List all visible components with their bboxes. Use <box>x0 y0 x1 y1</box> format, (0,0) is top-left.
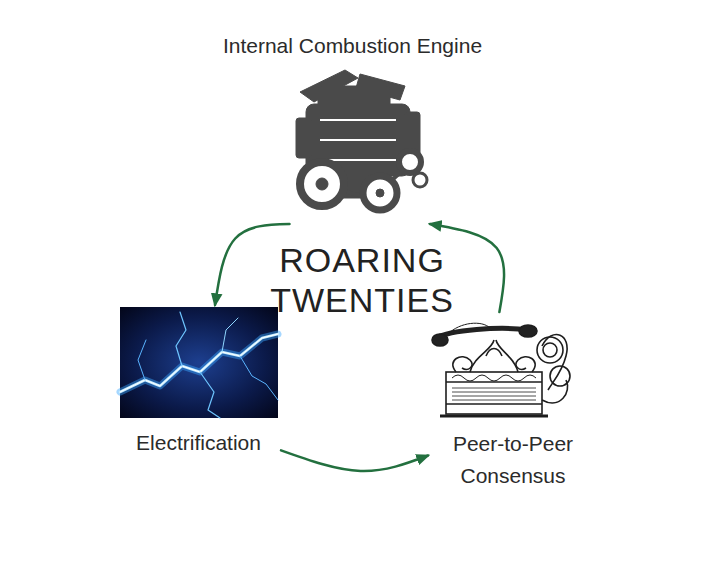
center-title: ROARING TWENTIES <box>252 240 472 320</box>
node-label: Internal Combustion Engine <box>195 30 510 62</box>
node-label: Peer-to-Peer Consensus <box>428 428 598 492</box>
illustrated-node: Peer-to-Peer Consensus <box>428 312 598 496</box>
illustrated-node: Electrification <box>116 305 281 463</box>
engine-icon <box>296 70 427 210</box>
cycle-arrow <box>281 450 428 471</box>
telephone-engraving <box>432 323 570 416</box>
illustrated-node: Internal Combustion Engine <box>195 30 510 224</box>
lightning-image <box>120 307 278 418</box>
node-label: Electrification <box>116 427 281 459</box>
